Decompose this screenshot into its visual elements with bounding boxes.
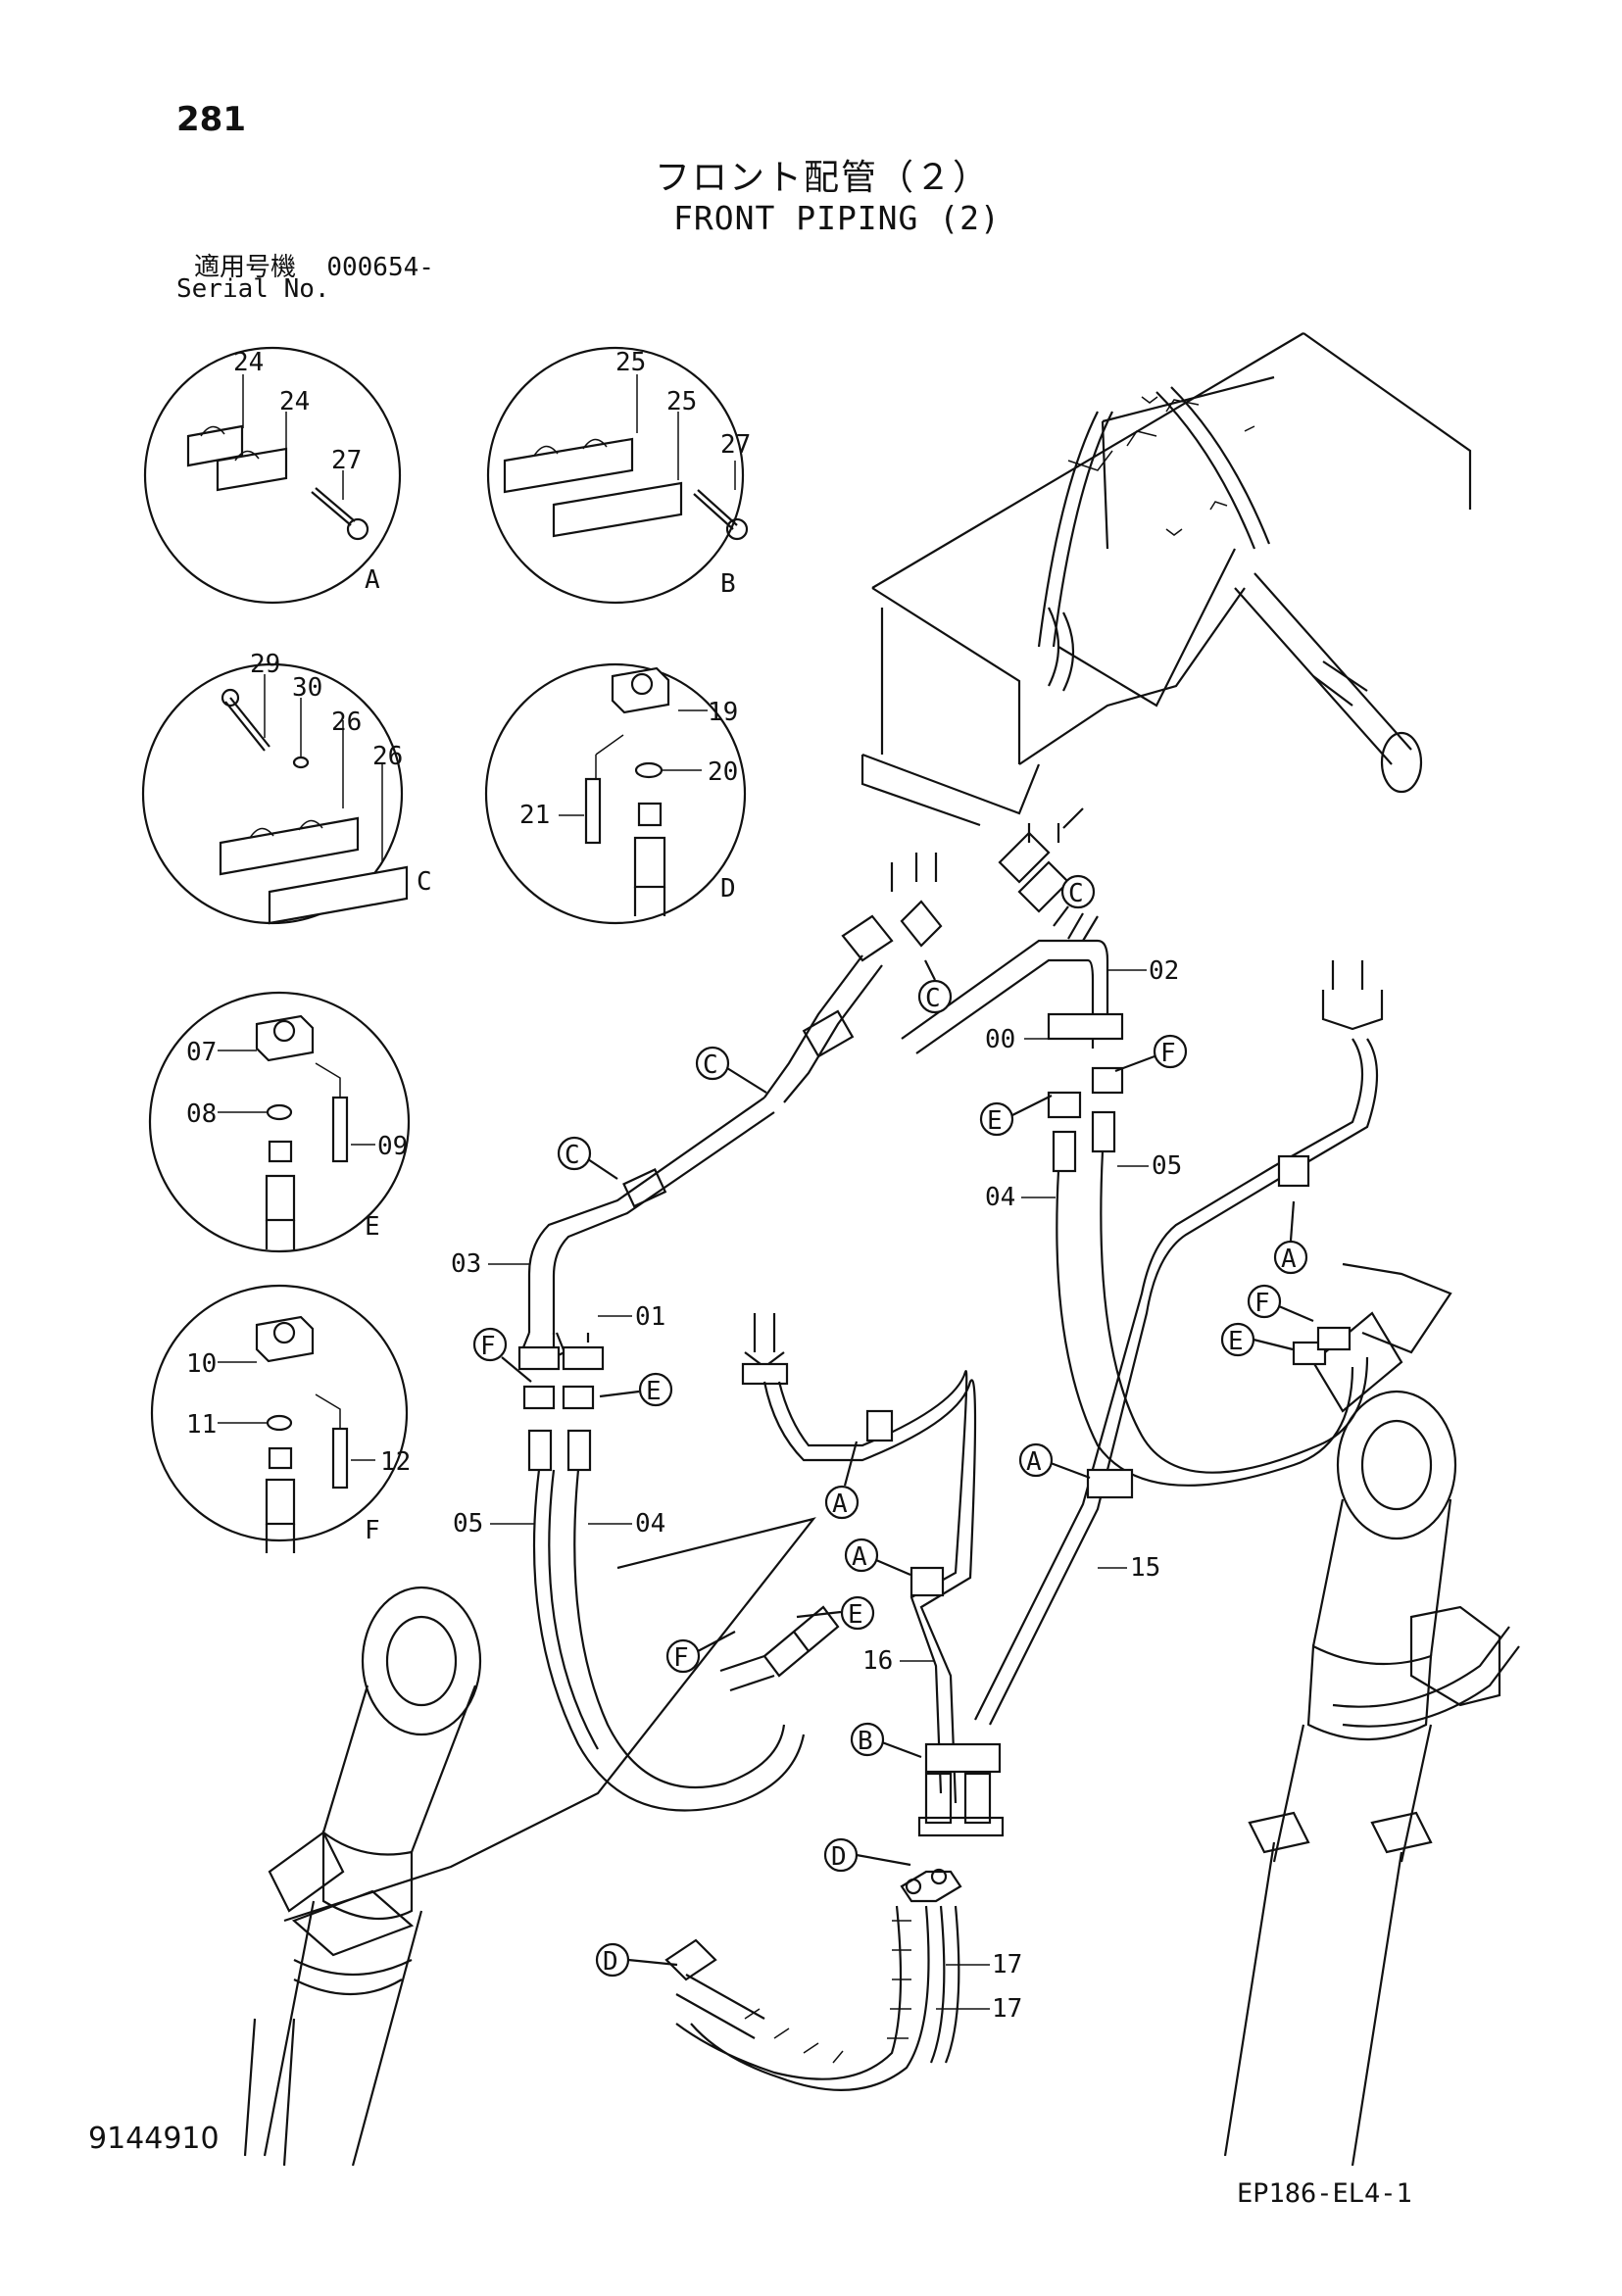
- serial-range: 適用号機 000654-: [194, 247, 434, 283]
- detail-e-part-label: 08: [186, 1099, 217, 1129]
- page-title: FRONT PIPING (2): [673, 199, 1001, 237]
- drawing-code: EP186-EL4-1: [1237, 2178, 1412, 2209]
- detail-c-part-label: 26: [372, 742, 403, 771]
- part-label-01: 01: [635, 1302, 665, 1332]
- detail-e: 07 08 09 E: [148, 991, 411, 1253]
- hose-bundle-left: [283, 1469, 840, 1923]
- detail-d-part-label: 19: [708, 698, 738, 727]
- part-label-02: 02: [1149, 956, 1179, 986]
- cylinder-right: [1223, 1262, 1520, 2167]
- detail-c-part-label: 29: [250, 650, 280, 679]
- detail-e-part-label: 07: [186, 1038, 217, 1067]
- callout-b: B: [858, 1727, 873, 1756]
- callout-d: D: [831, 1842, 847, 1872]
- detail-d-part-label: 21: [519, 801, 550, 830]
- detail-e-letter: E: [365, 1212, 380, 1242]
- callout-c: C: [703, 1050, 718, 1080]
- detail-f-part-label: 11: [186, 1410, 217, 1440]
- callout-f: F: [1254, 1289, 1270, 1318]
- part-label-15: 15: [1130, 1553, 1160, 1583]
- callout-e: E: [646, 1377, 662, 1406]
- serial-value: 000654-: [326, 253, 434, 282]
- document-number: 9144910: [88, 2122, 220, 2156]
- callout-c: C: [925, 984, 941, 1013]
- boom-structure: [860, 332, 1472, 827]
- callout-markers: C C C C E E E E F F F F A A A A: [472, 874, 1314, 1978]
- part-label-17: 17: [992, 1994, 1022, 2024]
- callout-e: E: [1228, 1327, 1244, 1356]
- detail-a-letter: A: [365, 565, 380, 595]
- detail-a: 24 24 27 A: [143, 346, 402, 605]
- callout-a: A: [1026, 1447, 1042, 1477]
- callout-a: A: [832, 1490, 848, 1519]
- detail-f-part-label: 12: [380, 1447, 411, 1477]
- detail-c-part-label: 26: [331, 708, 362, 737]
- callout-e: E: [987, 1106, 1003, 1136]
- page-number: 281: [176, 100, 246, 139]
- detail-b: 25 25 27 B: [486, 346, 751, 605]
- callout-f: F: [1160, 1039, 1176, 1068]
- callout-e: E: [848, 1600, 863, 1630]
- pipe-route-right: [974, 960, 1403, 1726]
- detail-b-part-label: 27: [720, 430, 751, 460]
- pipe-assembly-right: [901, 807, 1369, 1487]
- detail-d: 19 20 21 D: [484, 662, 747, 925]
- detail-b-letter: B: [720, 569, 736, 599]
- callout-f: F: [480, 1332, 496, 1361]
- detail-d-part-label: 20: [708, 757, 738, 787]
- part-label-17: 17: [992, 1950, 1022, 1979]
- detail-a-part-label: 27: [331, 446, 362, 475]
- detail-b-part-label: 25: [666, 387, 697, 416]
- callout-c: C: [565, 1141, 580, 1170]
- part-label-05: 05: [1152, 1151, 1182, 1181]
- detail-c: 29 30 26 26 C: [141, 650, 432, 925]
- detail-f: 10 11 12 F: [150, 1284, 411, 1553]
- detail-c-letter: C: [417, 867, 432, 897]
- part-label-04: 04: [985, 1183, 1015, 1212]
- detail-b-part-label: 25: [615, 348, 646, 377]
- hose-17: [664, 1868, 962, 2091]
- part-label-16: 16: [862, 1646, 893, 1676]
- callout-f: F: [673, 1643, 689, 1673]
- part-label-03: 03: [451, 1249, 481, 1279]
- detail-c-part-label: 30: [292, 673, 322, 703]
- detail-e-part-label: 09: [377, 1132, 408, 1161]
- detail-d-letter: D: [720, 874, 736, 904]
- detail-a-part-label: 24: [233, 348, 264, 377]
- pipe-route-center: [741, 1313, 1005, 1837]
- detail-a-part-label: 24: [279, 387, 310, 416]
- cylinder-left: [243, 1586, 482, 2167]
- callout-a: A: [1281, 1245, 1297, 1274]
- page-title-japanese: フロント配管（２）: [655, 158, 991, 198]
- part-label-05: 05: [453, 1509, 483, 1539]
- detail-f-part-label: 10: [186, 1349, 217, 1379]
- serial-label-japanese: 適用号機: [194, 253, 297, 282]
- callout-c: C: [1068, 879, 1084, 908]
- part-label-04: 04: [635, 1509, 665, 1539]
- serial-label: Serial No.: [176, 274, 330, 304]
- detail-f-letter: F: [365, 1516, 380, 1545]
- pipe-assembly-left: [517, 853, 943, 1472]
- part-label-00: 00: [985, 1025, 1015, 1054]
- callout-d: D: [603, 1947, 618, 1977]
- part-number-labels: 02 00 05 04 03 01 05 04 15 16 17 17: [451, 956, 1182, 2024]
- callout-a: A: [852, 1542, 867, 1572]
